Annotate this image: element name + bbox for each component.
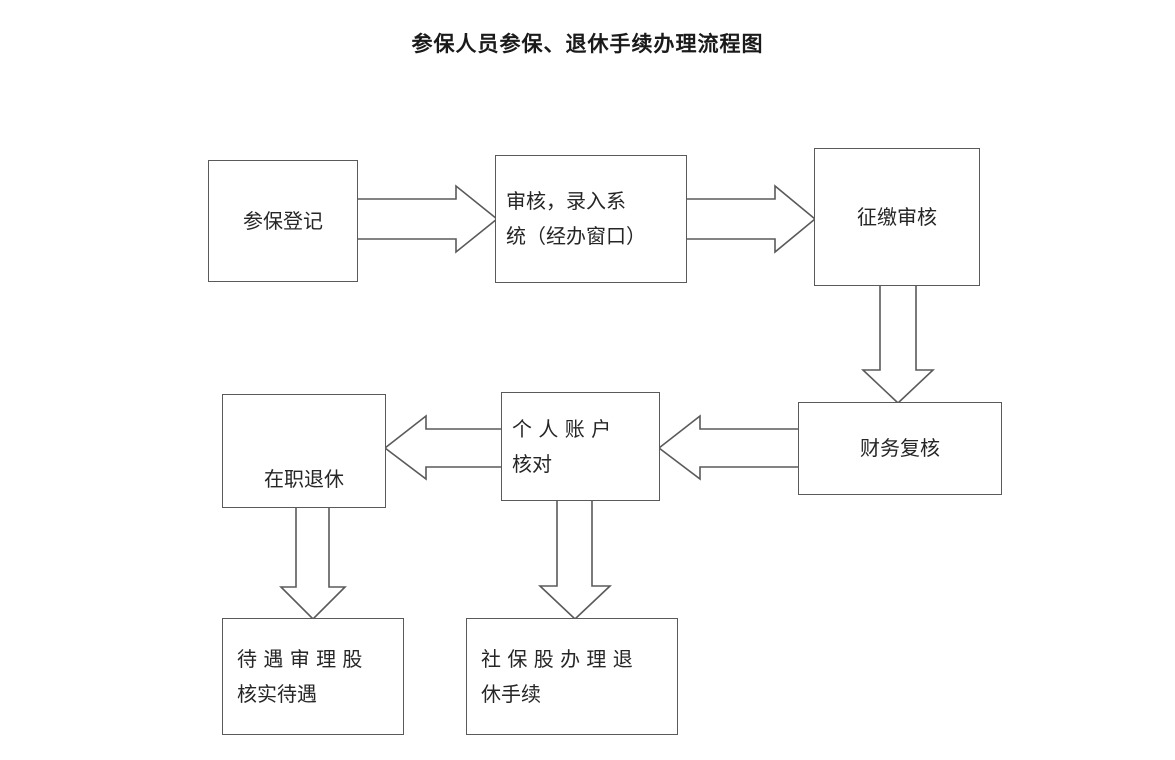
page-title: 参保人员参保、退休手续办理流程图 [411,32,764,56]
edge-zhengjiao-to-caiwu-arrow [860,283,936,405]
node-label-line: 社 保 股 办 理 退 [481,646,633,671]
node-zaizhi-tuixiu[interactable]: 在职退休 [222,394,386,508]
node-label-line: 待 遇 审 理 股 [237,646,363,671]
node-label-line: 核对 [512,451,552,476]
node-label-line: 个 人 账 户 [512,416,612,441]
edge-caiwu-to-geren-arrow [657,414,801,481]
edge-shenhe-to-zhengjiao-arrow [685,184,817,254]
node-daiyu-shenli[interactable]: 待 遇 审 理 股 核实待遇 [222,618,404,735]
node-shenhe-luru[interactable]: 审核，录入系 统（经办窗口） [495,155,687,283]
edge-zaizhi-to-daiyu-arrow [279,505,347,621]
node-label-line: 统（经办窗口） [506,224,646,248]
node-label-line: 休手续 [481,681,541,706]
node-label-line: 参保登记 [243,208,323,233]
node-label-line: 财务复核 [860,436,940,460]
node-label-line: 审核，录入系 [506,189,626,213]
node-label-line: 核实待遇 [237,681,317,706]
edge-geren-to-zaizhi-arrow [383,414,503,481]
node-caiwu-fuhe[interactable]: 财务复核 [798,402,1002,495]
node-label-line: 在职退休 [264,467,344,491]
node-label-line: 征缴审核 [857,204,937,229]
edge-geren-to-shebaogu-arrow [537,498,613,621]
edge-canbao-to-shenhe-arrow [355,184,499,254]
node-shebaogu-tuixiu[interactable]: 社 保 股 办 理 退 休手续 [466,618,678,735]
node-geren-zhanghu[interactable]: 个 人 账 户 核对 [501,392,660,501]
node-canbao-dengji[interactable]: 参保登记 [208,160,358,282]
node-zhengjiao-shenhe[interactable]: 征缴审核 [814,148,980,286]
